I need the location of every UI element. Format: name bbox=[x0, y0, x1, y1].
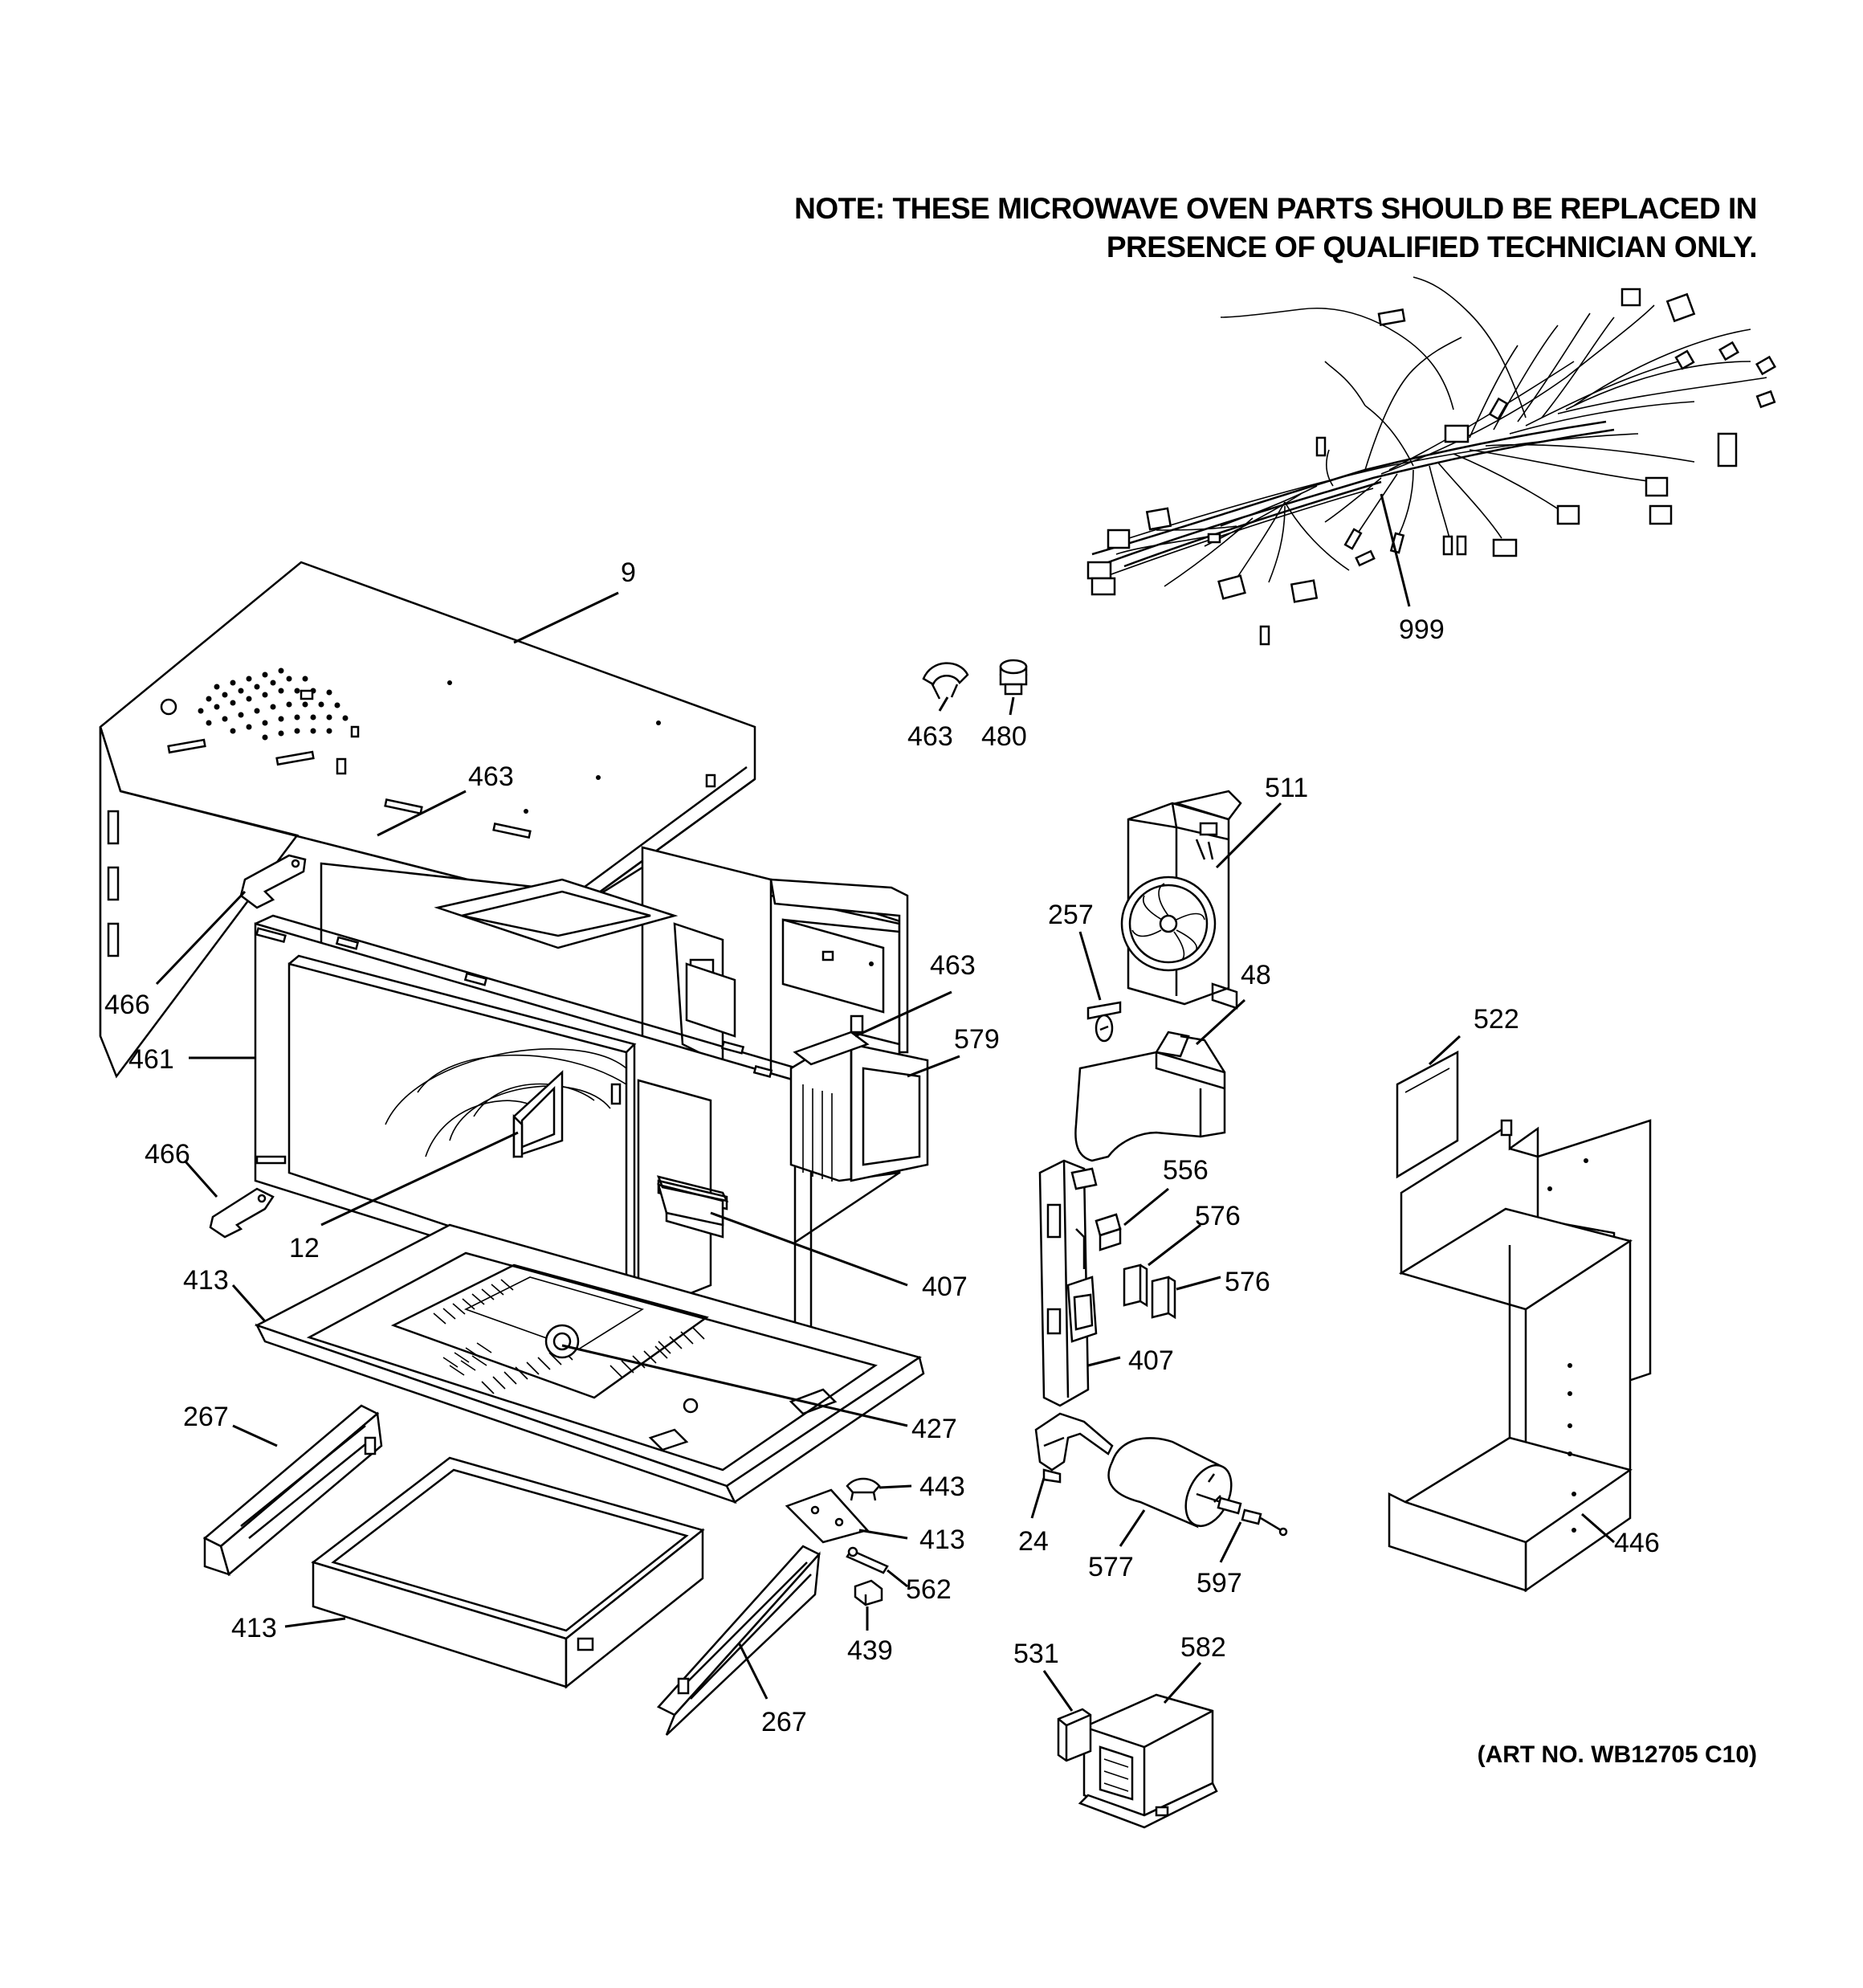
capacitor-577 bbox=[1107, 1437, 1233, 1529]
lamp-257 bbox=[1086, 1001, 1122, 1043]
part-label-463: 463 bbox=[468, 761, 514, 792]
outer-case-9 bbox=[99, 561, 756, 1079]
transformer-582 bbox=[1078, 1693, 1218, 1829]
part-label-9: 9 bbox=[621, 557, 636, 588]
part-label-427: 427 bbox=[911, 1414, 957, 1444]
switch-576-a bbox=[1123, 1263, 1148, 1308]
duct-48 bbox=[1074, 1031, 1226, 1162]
fuse-562 bbox=[846, 1546, 889, 1574]
part-label-267: 267 bbox=[183, 1402, 229, 1432]
part-label-407: 407 bbox=[922, 1272, 968, 1302]
part-label-577: 577 bbox=[1088, 1552, 1134, 1582]
part-label-413: 413 bbox=[183, 1265, 229, 1296]
part-label-267: 267 bbox=[761, 1707, 807, 1737]
switch-576-b bbox=[1151, 1276, 1176, 1320]
safety-note: NOTE: THESE MICROWAVE OVEN PARTS SHOULD … bbox=[794, 190, 1757, 267]
part-label-999: 999 bbox=[1399, 614, 1445, 645]
thermostat-443 bbox=[846, 1477, 881, 1501]
part-label-466: 466 bbox=[145, 1139, 190, 1170]
part-label-461: 461 bbox=[128, 1044, 174, 1075]
hinge-466-top bbox=[239, 854, 307, 909]
part-label-576: 576 bbox=[1225, 1267, 1270, 1297]
bracket-24 bbox=[1034, 1412, 1114, 1484]
bracket-413-small bbox=[785, 1488, 870, 1544]
leader-lines bbox=[155, 493, 1615, 1712]
part-label-531: 531 bbox=[1013, 1639, 1059, 1669]
art-number: (ART NO. WB12705 C10) bbox=[1477, 1741, 1757, 1768]
magnetron-579 bbox=[789, 1014, 929, 1182]
tray-413 bbox=[311, 1456, 705, 1689]
part-labels: 9 463 480 999 463 511 257 463 48 579 522… bbox=[104, 557, 1660, 1737]
rail-267-left bbox=[202, 1404, 383, 1577]
switch-439 bbox=[854, 1579, 883, 1606]
wire-harness-999 bbox=[1086, 276, 1777, 646]
part-531 bbox=[1057, 1708, 1092, 1762]
part-label-582: 582 bbox=[1180, 1632, 1226, 1663]
part-label-522: 522 bbox=[1474, 1004, 1519, 1035]
part-480-knob bbox=[999, 659, 1028, 696]
rail-267-right bbox=[656, 1545, 821, 1736]
part-label-579: 579 bbox=[954, 1024, 1000, 1055]
shield-446 bbox=[1388, 1119, 1652, 1593]
part-label-597: 597 bbox=[1196, 1568, 1242, 1598]
part-label-413: 413 bbox=[231, 1613, 277, 1643]
part-label-463: 463 bbox=[907, 721, 953, 752]
part-label-12: 12 bbox=[289, 1233, 320, 1263]
safety-note-line-1: NOTE: THESE MICROWAVE OVEN PARTS SHOULD … bbox=[794, 192, 1757, 225]
diode-597 bbox=[1196, 1492, 1288, 1537]
back-panel bbox=[769, 878, 909, 1054]
hinge-466-bottom bbox=[209, 1187, 275, 1239]
part-label-480: 480 bbox=[981, 721, 1027, 752]
switch-556 bbox=[1095, 1213, 1122, 1251]
fan-511 bbox=[1120, 790, 1242, 1010]
part-label-257: 257 bbox=[1048, 900, 1094, 930]
part-label-24: 24 bbox=[1018, 1526, 1049, 1557]
door-latch-12 bbox=[512, 1070, 564, 1158]
part-label-556: 556 bbox=[1163, 1155, 1209, 1186]
part-label-511: 511 bbox=[1265, 773, 1308, 803]
part-label-48: 48 bbox=[1241, 960, 1271, 990]
part-label-443: 443 bbox=[919, 1472, 965, 1502]
part-label-446: 446 bbox=[1614, 1528, 1660, 1558]
part-label-413: 413 bbox=[919, 1525, 965, 1555]
part-label-463: 463 bbox=[930, 950, 976, 981]
part-label-439: 439 bbox=[847, 1635, 893, 1666]
sheet-522 bbox=[1396, 1050, 1459, 1179]
part-463-clip bbox=[922, 662, 969, 700]
bottom-plate-413 bbox=[254, 1223, 925, 1504]
part-label-576: 576 bbox=[1195, 1201, 1241, 1231]
switch-holder-407 bbox=[1038, 1159, 1098, 1407]
safety-note-line-2: PRESENCE OF QUALIFIED TECHNICIAN ONLY. bbox=[1106, 231, 1758, 263]
part-label-562: 562 bbox=[906, 1574, 952, 1605]
part-label-407: 407 bbox=[1128, 1345, 1174, 1376]
bracket-407-left bbox=[656, 1175, 729, 1227]
part-label-466: 466 bbox=[104, 990, 150, 1020]
